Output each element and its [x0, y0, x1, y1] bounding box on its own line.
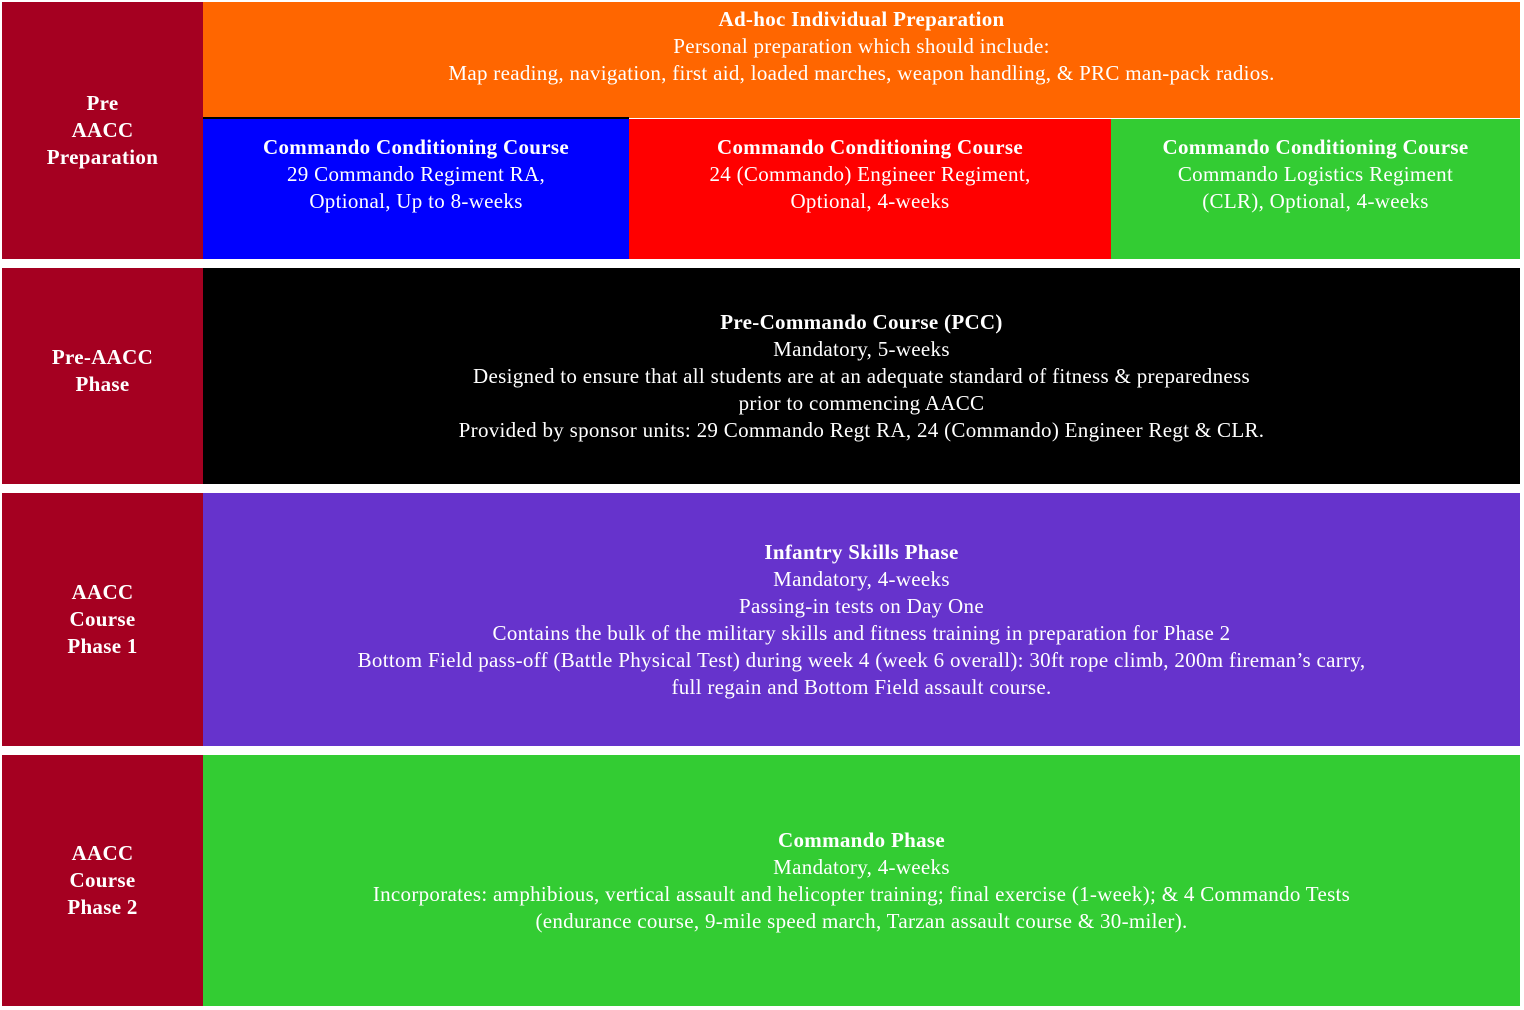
ccc-29-commando-box: Commando Conditioning Course 29 Commando…: [203, 119, 629, 259]
row-label-aacc-phase-1: AACC Course Phase 1: [2, 493, 203, 746]
label-line: AACC: [71, 580, 134, 604]
box-line: 24 (Commando) Engineer Regiment,: [709, 161, 1031, 186]
box-line: Map reading, navigation, first aid, load…: [448, 60, 1275, 85]
box-line: Commando Logistics Regiment: [1177, 161, 1454, 186]
box-line: Mandatory, 5-weeks: [773, 336, 950, 361]
label-line: Pre-AACC: [51, 345, 154, 369]
label-line: Course: [69, 868, 136, 892]
box-line: full regain and Bottom Field assault cou…: [671, 674, 1052, 699]
box-line: Personal preparation which should includ…: [673, 33, 1050, 58]
row-label-pre-aacc-phase: Pre-AACC Phase: [2, 268, 203, 484]
box-title: Commando Phase: [778, 827, 945, 852]
box-line: Mandatory, 4-weeks: [773, 566, 950, 591]
box-title: Commando Conditioning Course: [1162, 134, 1469, 159]
box-line: Provided by sponsor units: 29 Commando R…: [458, 417, 1265, 442]
box-title: Commando Conditioning Course: [263, 134, 569, 159]
box-line: Contains the bulk of the military skills…: [492, 620, 1231, 645]
label-line: Course: [69, 607, 136, 631]
pre-commando-course-box: Pre-Commando Course (PCC) Mandatory, 5-w…: [203, 268, 1520, 484]
row-label-pre-aacc-preparation: Pre AACC Preparation: [2, 2, 203, 259]
ccc-clr-box: Commando Conditioning Course Commando Lo…: [1111, 119, 1520, 259]
box-line: (endurance course, 9-mile speed march, T…: [535, 908, 1188, 933]
label-line: Phase: [75, 372, 130, 396]
box-title: Ad-hoc Individual Preparation: [718, 6, 1005, 31]
box-line: 29 Commando Regiment RA,: [286, 161, 546, 186]
label-line: Preparation: [46, 145, 159, 169]
ccc-24-engineer-box: Commando Conditioning Course 24 (Command…: [629, 119, 1111, 259]
box-line: Passing-in tests on Day One: [739, 593, 984, 618]
label-line: Phase 1: [67, 634, 138, 658]
label-line: Pre: [86, 91, 119, 115]
divider: [203, 117, 629, 119]
box-line: Optional, Up to 8-weeks: [309, 188, 523, 213]
box-line: Designed to ensure that all students are…: [473, 363, 1250, 388]
label-line: AACC: [71, 118, 134, 142]
row-label-aacc-phase-2: AACC Course Phase 2: [2, 755, 203, 1006]
adhoc-preparation-box: Ad-hoc Individual Preparation Personal p…: [203, 2, 1520, 118]
box-line: Bottom Field pass-off (Battle Physical T…: [357, 647, 1366, 672]
box-title: Pre-Commando Course (PCC): [720, 309, 1003, 334]
box-line: prior to commencing AACC: [738, 390, 985, 415]
box-line: (CLR), Optional, 4-weeks: [1202, 188, 1429, 213]
label-line: Phase 2: [67, 895, 138, 919]
box-line: Incorporates: amphibious, vertical assau…: [372, 881, 1351, 906]
box-title: Infantry Skills Phase: [764, 539, 959, 564]
box-title: Commando Conditioning Course: [717, 134, 1023, 159]
label-line: AACC: [71, 841, 134, 865]
commando-phase-box: Commando Phase Mandatory, 4-weeks Incorp…: [203, 755, 1520, 1006]
infantry-skills-phase-box: Infantry Skills Phase Mandatory, 4-weeks…: [203, 493, 1520, 746]
box-line: Mandatory, 4-weeks: [773, 854, 950, 879]
box-line: Optional, 4-weeks: [790, 188, 950, 213]
